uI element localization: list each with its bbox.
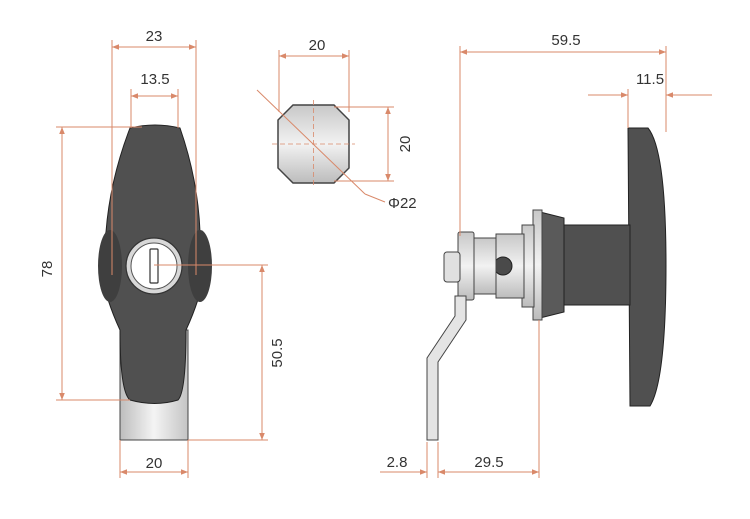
- side-flange: [539, 211, 565, 319]
- front-view: 23 13.5 78 50.5 20: [39, 28, 286, 478]
- dim-side-cam-length: 29.5: [474, 454, 503, 471]
- side-pin: [493, 256, 513, 276]
- side-cam-lever: [426, 295, 467, 441]
- front-right-boss: [188, 230, 212, 302]
- side-bolt-tip: [443, 251, 461, 283]
- front-key-slot: [149, 248, 159, 284]
- dim-front-lower-height: 50.5: [269, 338, 286, 367]
- side-handle-shaft: [561, 224, 631, 306]
- dim-front-bottom-width: 20: [146, 455, 163, 472]
- dim-side-handle-thickness: 11.5: [636, 71, 664, 88]
- dim-front-key-width: 13.5: [140, 71, 169, 88]
- dim-top-width: 20: [309, 37, 326, 54]
- side-view: 59.5 11.5 2.8 29.5: [380, 32, 712, 478]
- dim-front-height-overall: 78: [39, 261, 56, 278]
- dim-top-diameter: Φ22: [388, 195, 417, 212]
- dim-top-height: 20: [397, 136, 414, 153]
- side-handle-grip: [627, 127, 667, 407]
- side-nut: [471, 237, 497, 295]
- top-view: Φ22 20 20: [256, 37, 417, 212]
- front-left-boss: [98, 230, 122, 302]
- dim-front-width-overall: 23: [146, 28, 163, 45]
- dim-side-length-overall: 59.5: [551, 32, 580, 49]
- dim-side-offset: 2.8: [387, 454, 408, 471]
